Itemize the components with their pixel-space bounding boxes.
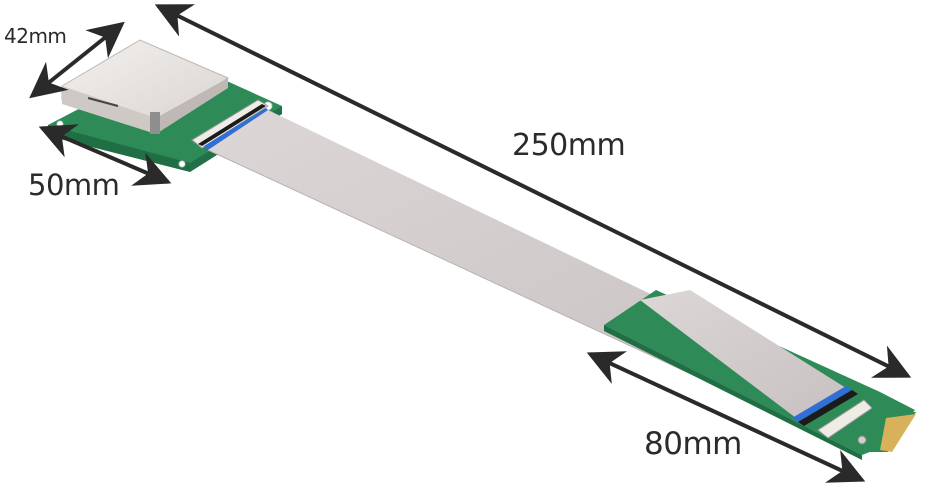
arrow-250mm [154,4,912,378]
arrow-80mm [586,351,866,483]
dimension-arrows [29,4,912,483]
arrow-50mm [38,124,172,186]
dimension-label-50mm: 50mm [28,168,120,202]
dimension-label-250mm: 250mm [512,128,626,163]
dimension-label-42mm: 42mm [4,24,67,48]
arrow-42mm [29,21,125,99]
dimension-label-80mm: 80mm [644,426,742,462]
